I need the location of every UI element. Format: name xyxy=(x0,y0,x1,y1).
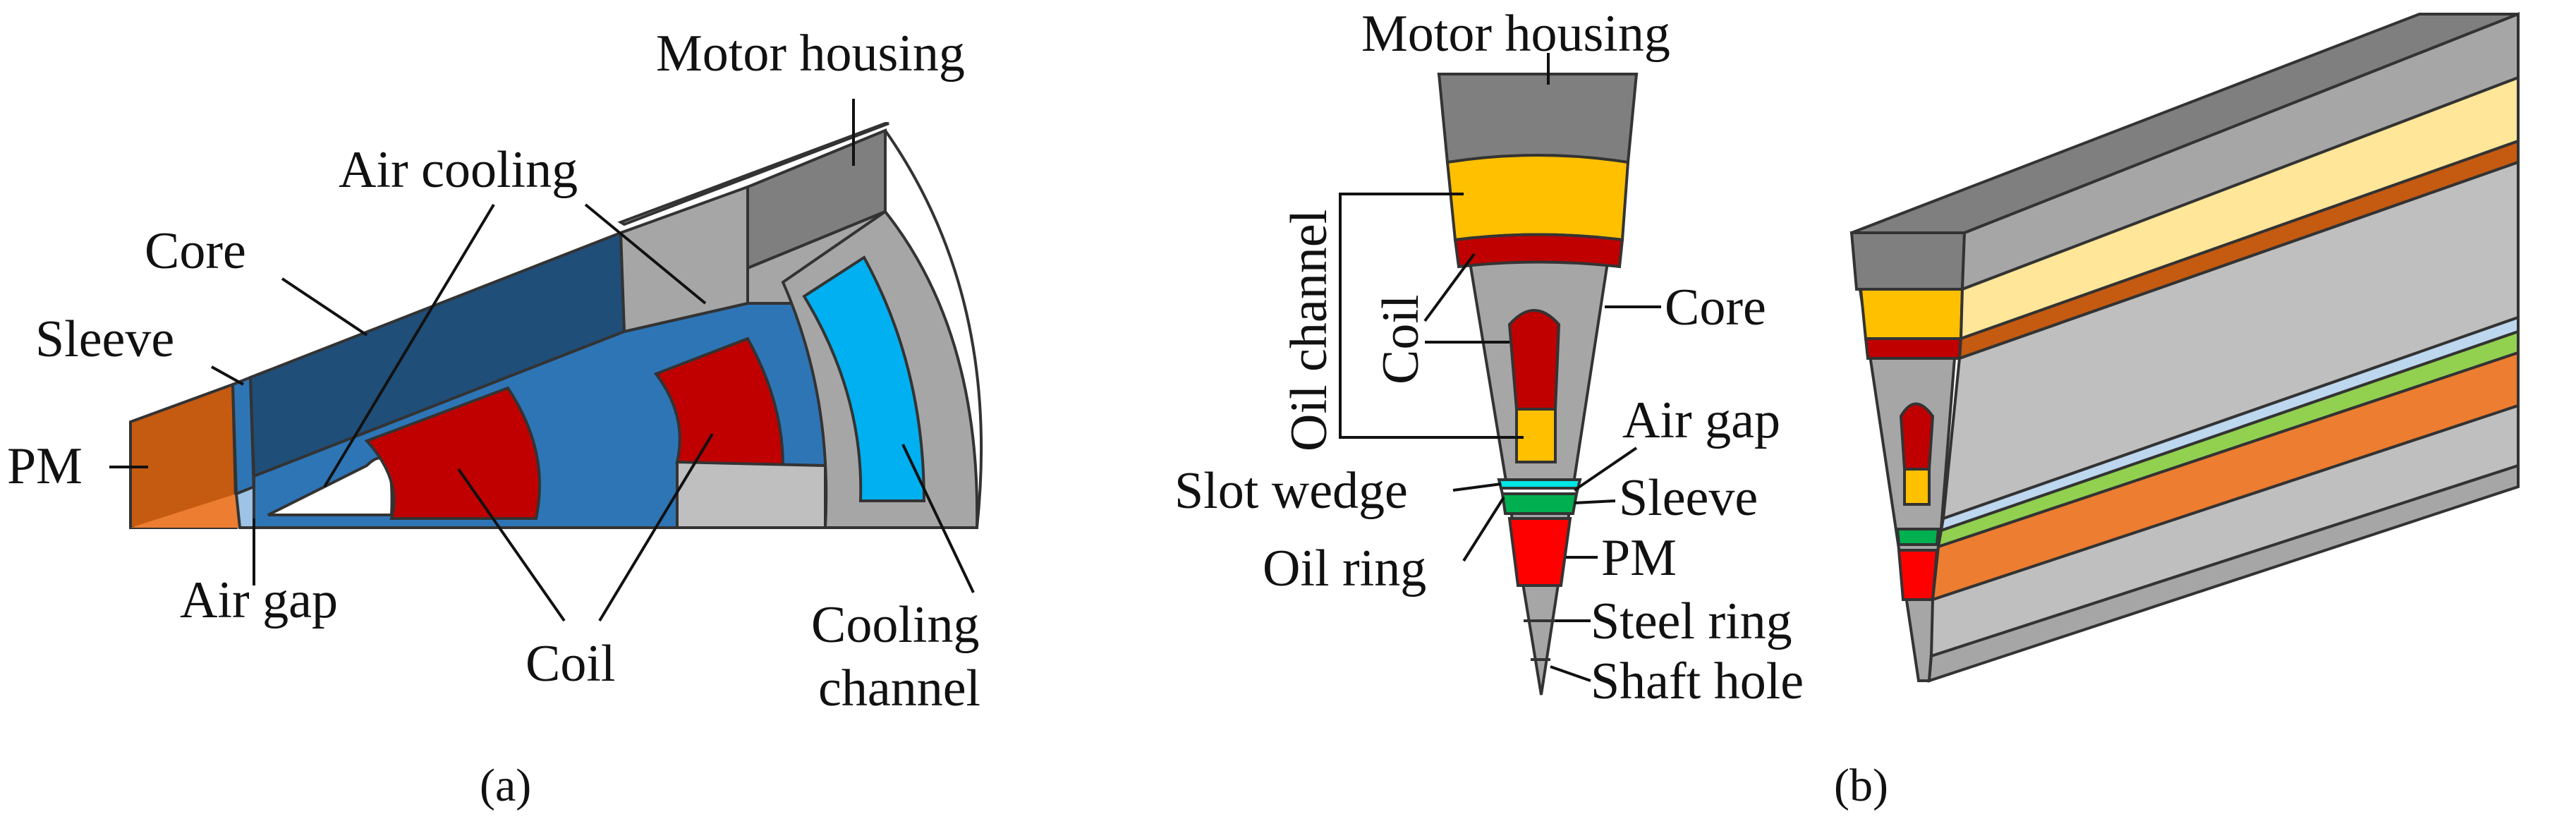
label-air-gap-b: Air gap xyxy=(1622,392,1780,449)
slab-side-shaft xyxy=(1927,463,2520,683)
label-coil-a: Coil xyxy=(525,635,615,693)
panel-a: Motor housing Air cooling Core Sleeve PM… xyxy=(7,25,983,811)
leader-sleeve-a xyxy=(211,365,244,386)
label-core-a: Core xyxy=(145,222,246,280)
leader-air-cooling-a xyxy=(323,203,495,488)
slab-front-housing xyxy=(1849,231,1967,291)
label-channel-a: channel xyxy=(818,660,980,717)
label-steel-ring-b: Steel ring xyxy=(1591,593,1792,650)
sector-sleeve xyxy=(1500,492,1579,515)
leader-air-cooling-a2 xyxy=(584,203,707,305)
panel-b-sector: Motor housing Oil channel Coil Core Air … xyxy=(1174,5,1888,811)
sector-coil-band xyxy=(1453,233,1624,269)
label-oil-channel-b: Oil channel xyxy=(1280,210,1338,451)
slab-front-slot-oil xyxy=(1903,468,1931,506)
sector-pm xyxy=(1507,517,1572,587)
label-motor-housing-b: Motor housing xyxy=(1361,5,1670,63)
label-slot-wedge-b: Slot wedge xyxy=(1174,462,1408,520)
label-air-gap-a: Air gap xyxy=(180,571,338,629)
slab-front-coil xyxy=(1864,337,1963,360)
label-shaft-hole-b: Shaft hole xyxy=(1591,653,1804,710)
leader-coil-a1 xyxy=(457,468,566,622)
sector-slot-coil xyxy=(1507,309,1561,411)
caption-a: (a) xyxy=(480,760,531,811)
label-coil-b: Coil xyxy=(1372,295,1430,384)
slab-front-oil xyxy=(1859,288,1964,340)
label-pm-b: PM xyxy=(1601,529,1677,587)
leader-air-gap-b xyxy=(1573,447,1638,492)
label-motor-housing-a: Motor housing xyxy=(656,25,965,83)
leader-core-a xyxy=(281,277,368,336)
label-sleeve-a: Sleeve xyxy=(35,310,174,368)
label-core-b: Core xyxy=(1665,279,1766,336)
leader-shaft-hole-b xyxy=(1550,665,1591,682)
housing-outer-arc xyxy=(884,129,983,528)
lower-housing-strip xyxy=(676,460,827,529)
sector-housing xyxy=(1437,73,1639,164)
leader-sleeve-b xyxy=(1574,499,1616,504)
label-sleeve-b: Sleeve xyxy=(1619,469,1758,527)
label-pm-a: PM xyxy=(7,437,83,495)
caption-b: (b) xyxy=(1834,760,1888,811)
leader-coil-b1 xyxy=(1423,253,1476,322)
leader-slot-wedge-b xyxy=(1452,483,1502,492)
panel-b-slab xyxy=(1849,12,2520,683)
label-cooling-a: Cooling xyxy=(811,596,979,654)
leader-oil-ring-b xyxy=(1462,496,1505,562)
leader-oil-channel-b xyxy=(1339,193,1524,439)
label-oil-ring-b: Oil ring xyxy=(1263,540,1426,597)
slab-front-pm xyxy=(1897,549,1939,601)
cooling-channel-shape xyxy=(802,255,926,502)
pm-lower-face xyxy=(130,494,243,528)
label-air-cooling-a: Air cooling xyxy=(339,141,578,199)
housing-top-face xyxy=(617,122,889,226)
sector-slot-oil xyxy=(1515,408,1557,463)
slab-front-slot-coil xyxy=(1899,402,1935,471)
sector-oil-band xyxy=(1445,154,1630,242)
slab-front-sleeve xyxy=(1895,528,1940,546)
coil-1 xyxy=(364,386,541,520)
leader-coil-a2 xyxy=(598,432,714,622)
leader-cooling-channel-a xyxy=(901,444,975,593)
